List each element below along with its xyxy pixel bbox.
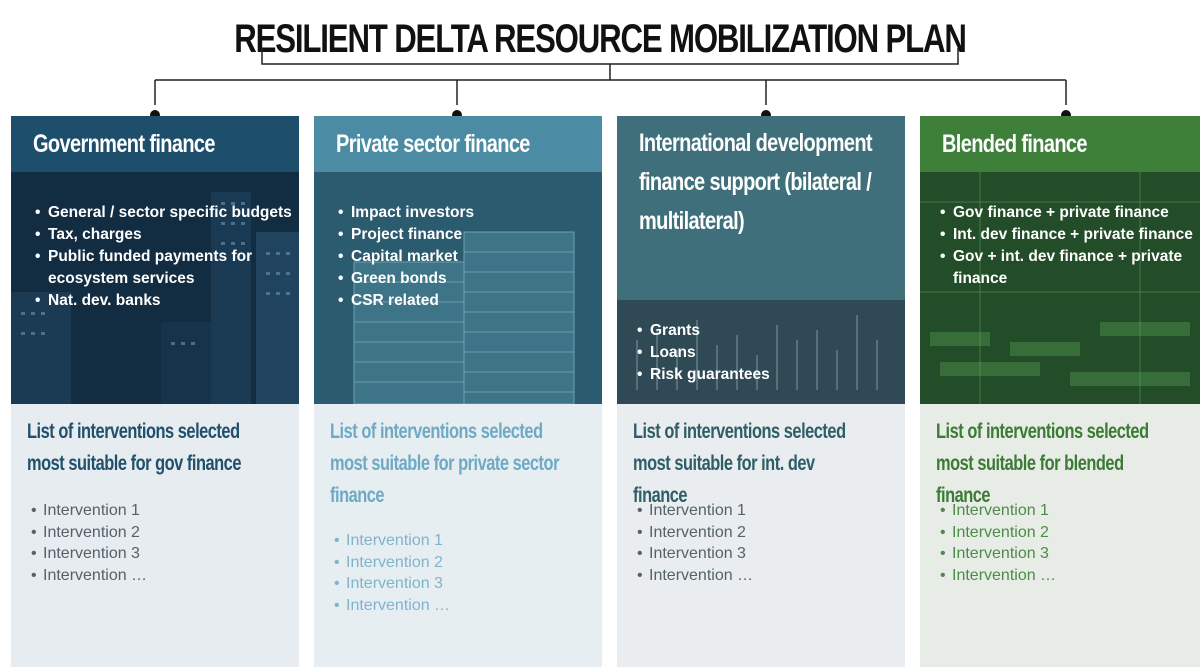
interventions-heading: List of interventions selected most suit… (936, 420, 1149, 507)
bullet-item: Green bonds (338, 268, 474, 290)
coin-stacks-image: Impact investors Project finance Capital… (314, 172, 602, 404)
circuit-board-image: Gov finance + private finance Int. dev f… (920, 172, 1200, 404)
intervention-item: Intervention 1 (31, 500, 147, 522)
column-heading: Private sector finance (314, 116, 602, 172)
intervention-item: Intervention 2 (940, 522, 1056, 544)
bullet-item: Loans (637, 342, 770, 364)
city-skyline-image: General / sector specific budgets Tax, c… (11, 172, 299, 404)
government-finance-column: Government finance General / sector spec… (11, 116, 299, 667)
bullet-item: CSR related (338, 290, 474, 312)
interventions-panel: List of interventions selected most suit… (314, 404, 602, 667)
bullet-item: Tax, charges (35, 224, 299, 246)
connector-lines (144, 48, 1077, 127)
intervention-item: Intervention 1 (637, 500, 753, 522)
bullet-item: Project finance (338, 224, 474, 246)
intervention-item: Intervention … (940, 565, 1056, 587)
interventions-heading: List of interventions selected most suit… (633, 420, 846, 507)
blended-finance-sources: Gov finance + private finance Int. dev f… (940, 202, 1200, 290)
bullet-item: Nat. dev. banks (35, 290, 299, 312)
international-development-finance-column: International development finance suppor… (617, 116, 905, 667)
column-heading: International development finance suppor… (617, 116, 905, 300)
interventions-list: Intervention 1 Intervention 2 Interventi… (940, 500, 1056, 586)
intervention-item: Intervention 3 (940, 543, 1056, 565)
intervention-item: Intervention … (31, 565, 147, 587)
bullet-item: General / sector specific budgets (35, 202, 299, 224)
interventions-list: Intervention 1 Intervention 2 Interventi… (31, 500, 147, 586)
intervention-item: Intervention 3 (31, 543, 147, 565)
column-heading: Government finance (11, 116, 299, 172)
bullet-item: Gov + int. dev finance + private finance (940, 246, 1200, 290)
bullet-item: Impact investors (338, 202, 474, 224)
interventions-list: Intervention 1 Intervention 2 Interventi… (334, 530, 450, 616)
intervention-item: Intervention 3 (637, 543, 753, 565)
international-finance-sources: Grants Loans Risk guarantees (637, 320, 770, 386)
intervention-item: Intervention 1 (940, 500, 1056, 522)
chart-background-image: Grants Loans Risk guarantees (617, 300, 905, 404)
private-finance-sources: Impact investors Project finance Capital… (338, 202, 474, 312)
column-heading: Blended finance (920, 116, 1200, 172)
intervention-item: Intervention … (637, 565, 753, 587)
interventions-list: Intervention 1 Intervention 2 Interventi… (637, 500, 753, 586)
bullet-item: Grants (637, 320, 770, 342)
bullet-item: Public funded payments for ecosystem ser… (35, 246, 299, 290)
intervention-item: Intervention 2 (31, 522, 147, 544)
blended-finance-column: Blended finance Gov finance + private fi… (920, 116, 1200, 667)
diagram-title: RESILIENT DELTA RESOURCE MOBILIZATION PL… (234, 17, 967, 61)
bullet-item: Capital market (338, 246, 474, 268)
interventions-heading: List of interventions selected most suit… (27, 420, 241, 475)
bullet-item: Risk guarantees (637, 364, 770, 386)
intervention-item: Intervention 3 (334, 573, 450, 595)
intervention-item: Intervention … (334, 595, 450, 617)
private-sector-finance-column: Private sector finance Impact investors … (314, 116, 602, 667)
intervention-item: Intervention 2 (334, 552, 450, 574)
bullet-item: Gov finance + private finance (940, 202, 1200, 224)
interventions-panel: List of interventions selected most suit… (11, 404, 299, 667)
interventions-panel: List of interventions selected most suit… (920, 404, 1200, 667)
intervention-item: Intervention 2 (637, 522, 753, 544)
interventions-panel: List of interventions selected most suit… (617, 404, 905, 667)
government-finance-sources: General / sector specific budgets Tax, c… (35, 202, 299, 312)
bullet-item: Int. dev finance + private finance (940, 224, 1200, 246)
intervention-item: Intervention 1 (334, 530, 450, 552)
interventions-heading: List of interventions selected most suit… (330, 420, 559, 507)
